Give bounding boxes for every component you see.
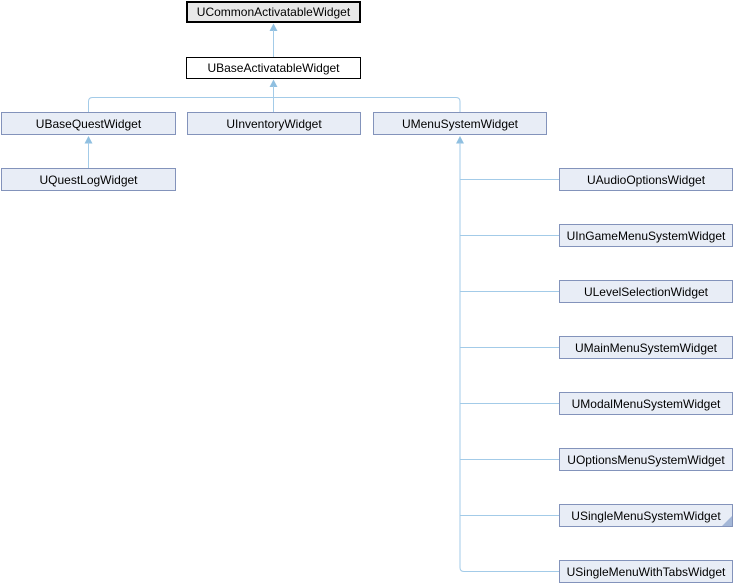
node-usinglemenusystemwidget[interactable]: USingleMenuSystemWidget	[559, 504, 733, 527]
arrowhead-to-umenusystemwidget	[456, 136, 464, 144]
has-subclasses-marker-icon	[722, 516, 732, 526]
node-label: UBaseQuestWidget	[35, 116, 142, 131]
node-label: UInGameMenuSystemWidget	[566, 228, 726, 243]
edge-children-bus-ubaseactivatablewidget	[88, 97, 461, 112]
node-label: UMenuSystemWidget	[401, 116, 519, 131]
node-uquestlogwidget[interactable]: UQuestLogWidget	[1, 168, 176, 191]
node-label: UInventoryWidget	[226, 116, 322, 131]
edge-menu-children-trunk	[459, 142, 559, 572]
node-umenusystemwidget[interactable]: UMenuSystemWidget	[373, 112, 547, 135]
node-uaudiooptionswidget[interactable]: UAudioOptionsWidget	[559, 168, 733, 191]
node-label: UBaseActivatableWidget	[207, 61, 340, 75]
node-uingamemenusystemwidget[interactable]: UInGameMenuSystemWidget	[559, 224, 733, 247]
node-uoptionsmenusystemwidget[interactable]: UOptionsMenuSystemWidget	[559, 448, 733, 471]
node-ulevelselectionwidget[interactable]: ULevelSelectionWidget	[559, 280, 733, 303]
node-ubaseactivatablewidget[interactable]: UBaseActivatableWidget	[186, 57, 361, 79]
node-label: UOptionsMenuSystemWidget	[567, 452, 725, 467]
arrowhead-to-ucommonactivatablewidget	[269, 23, 278, 31]
node-ubasequestwidget[interactable]: UBaseQuestWidget	[1, 112, 176, 135]
node-umainmenusystemwidget[interactable]: UMainMenuSystemWidget	[559, 336, 733, 359]
node-label: UMainMenuSystemWidget	[574, 340, 718, 355]
node-label: USingleMenuWithTabsWidget	[566, 564, 726, 579]
node-ucommonactivatablewidget: UCommonActivatableWidget	[186, 1, 361, 23]
node-label: UModalMenuSystemWidget	[571, 396, 721, 411]
arrowhead-to-ubaseactivatablewidget	[269, 79, 278, 87]
arrowhead-to-ubasequestwidget	[84, 136, 93, 144]
node-label: UAudioOptionsWidget	[586, 172, 706, 187]
node-label: UQuestLogWidget	[39, 172, 138, 187]
node-label: UCommonActivatableWidget	[196, 5, 351, 19]
node-uinventorywidget[interactable]: UInventoryWidget	[187, 112, 361, 135]
node-usinglemenuwithtabswidget[interactable]: USingleMenuWithTabsWidget	[559, 560, 733, 583]
node-label: ULevelSelectionWidget	[583, 284, 709, 299]
node-umodalmenusystemwidget[interactable]: UModalMenuSystemWidget	[559, 392, 733, 415]
node-label: USingleMenuSystemWidget	[571, 508, 721, 523]
